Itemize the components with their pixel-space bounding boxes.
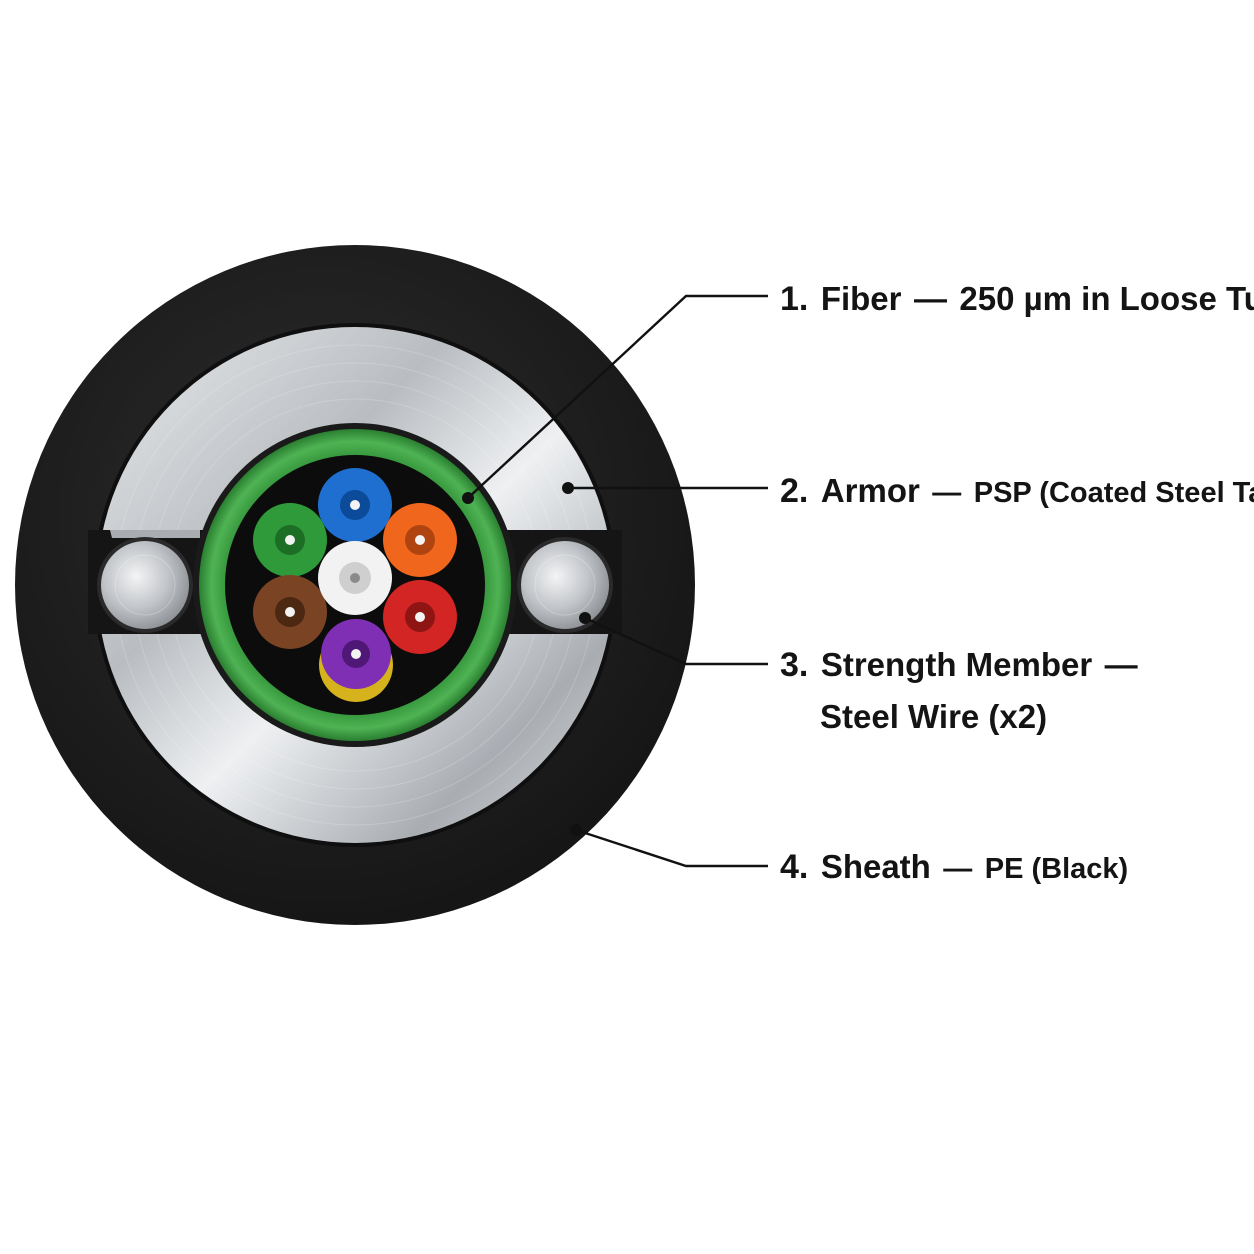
fiber-brown bbox=[253, 575, 327, 649]
leader-lines bbox=[462, 294, 768, 868]
leader-dot-armor bbox=[562, 482, 574, 494]
callout-strength-member-line2: Steel Wire (x2) bbox=[820, 698, 1047, 735]
fiber-blue bbox=[318, 468, 392, 542]
strength-member-right bbox=[517, 537, 613, 633]
leader-dot-sheath bbox=[570, 824, 582, 836]
fiber-white bbox=[318, 541, 392, 615]
leader-dot-strength-member bbox=[579, 612, 591, 624]
leader-dot-fiber bbox=[462, 492, 474, 504]
fiber-violet bbox=[321, 619, 391, 689]
callout-strength-member: 3. Strength Member — bbox=[780, 646, 1138, 684]
fiber-orange bbox=[383, 503, 457, 577]
fiber-green bbox=[253, 503, 327, 577]
leader-sheath bbox=[575, 828, 768, 868]
leader-fiber bbox=[467, 294, 768, 499]
leader-strength-member bbox=[584, 616, 768, 666]
armor-gap-top-left bbox=[110, 530, 200, 538]
callouts: 1. Fiber — 250 µm in Loose Tube 2. Armor… bbox=[780, 280, 1254, 886]
fibers bbox=[253, 468, 457, 702]
fiber-red bbox=[383, 580, 457, 654]
callout-fiber: 1. Fiber — 250 µm in Loose Tube bbox=[780, 280, 1254, 318]
callout-armor: 2. Armor — PSP (Coated Steel Tape) bbox=[780, 472, 1254, 510]
strength-member-left bbox=[97, 537, 193, 633]
callout-sheath: 4. Sheath — PE (Black) bbox=[780, 848, 1128, 886]
